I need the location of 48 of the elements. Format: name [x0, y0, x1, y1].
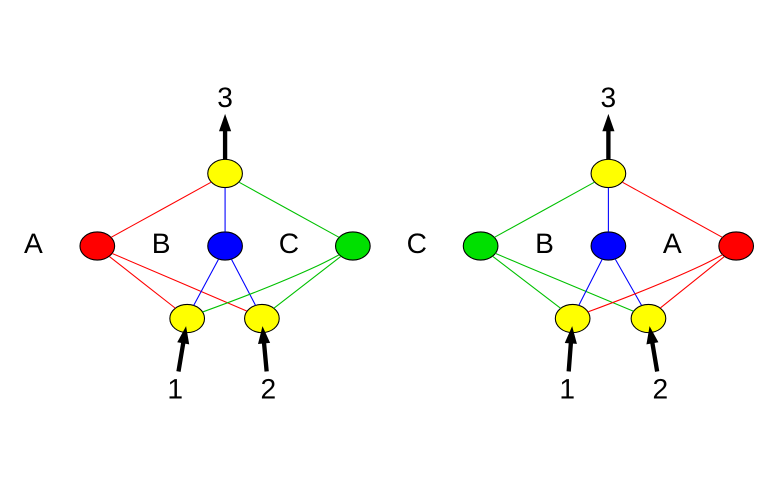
node-circle [590, 158, 626, 188]
node-circle [207, 158, 243, 188]
connector [110, 182, 212, 238]
node-circle [630, 304, 666, 334]
arrow [564, 326, 577, 372]
arrow [646, 326, 660, 372]
node-circle [169, 304, 206, 334]
node-label: B [152, 228, 171, 259]
node-text: 3 [600, 82, 616, 114]
node-text: 1 [167, 373, 184, 404]
connector [660, 256, 725, 308]
connector [492, 256, 561, 309]
arrow [176, 326, 190, 372]
connector [231, 259, 256, 306]
node-circle [334, 231, 371, 261]
connector [494, 182, 594, 238]
connector [238, 182, 340, 238]
node-label: A [24, 228, 43, 259]
node-text: 3 [217, 82, 233, 114]
arrow [602, 114, 614, 160]
node-circle [244, 304, 280, 334]
arrow [258, 326, 270, 372]
node-circle [462, 231, 498, 261]
connector [224, 188, 226, 232]
connector [578, 259, 603, 306]
node-text: 1 [559, 373, 576, 404]
node-circle [207, 231, 243, 261]
node-label: C [278, 228, 300, 259]
connector [193, 259, 219, 306]
connector [608, 188, 609, 232]
connector [495, 252, 634, 312]
node-label: C [406, 228, 427, 259]
arrow [219, 114, 232, 160]
connector [622, 182, 723, 238]
connector [202, 254, 340, 312]
connector [273, 256, 342, 309]
node-circle [590, 231, 626, 261]
node-circle [79, 231, 116, 261]
node-text: 2 [652, 373, 668, 404]
node-circle [718, 231, 754, 261]
connector [109, 256, 176, 309]
connector [588, 254, 723, 312]
node-label: A [662, 228, 682, 259]
node-label: B [535, 228, 554, 259]
node-circle [554, 304, 591, 334]
connector [614, 258, 642, 306]
node-text: 2 [260, 373, 276, 404]
connector [112, 252, 247, 312]
